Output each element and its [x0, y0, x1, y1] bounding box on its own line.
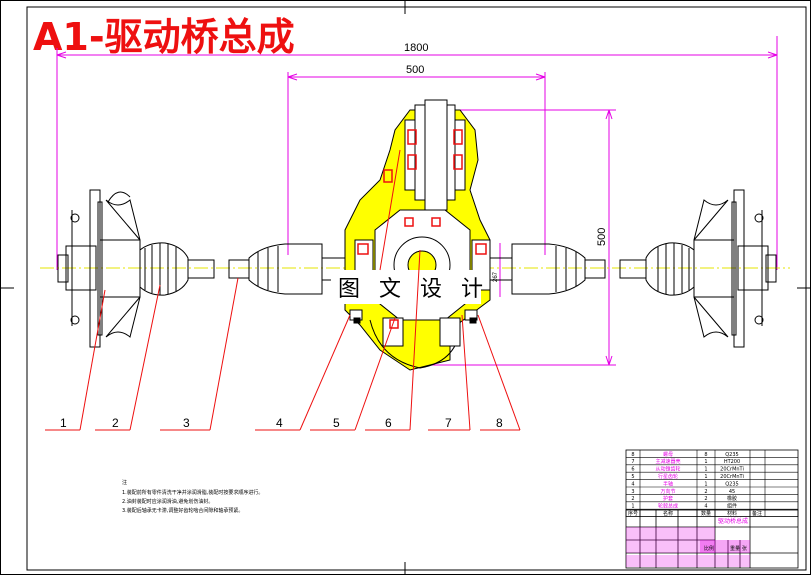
dimension-center-label: 500: [406, 64, 424, 76]
note-line-3: 3.装配后轴承无卡滞,调整好齿轮啮合间隙和轴承预紧。: [122, 507, 243, 514]
right-halfshaft-boot: [490, 243, 606, 295]
dimension-height: [410, 109, 616, 366]
bom-header-cell: 材料: [727, 510, 737, 517]
bom-cell: 万向节: [660, 488, 675, 495]
dimension-small-label: 267: [493, 271, 499, 282]
title-block-highlight-left: [626, 527, 715, 553]
bom-cell: 8: [704, 452, 707, 458]
part-label-5: 5: [333, 416, 340, 430]
bom-cell: 橡胶: [727, 495, 737, 502]
bom-cell: 3: [631, 489, 634, 495]
title-block-drawing-name: 驱动桥总成: [718, 517, 748, 525]
bom-header-cell: 名称: [663, 510, 673, 517]
part-label-6: 6: [385, 416, 392, 430]
watermark-box: [331, 270, 481, 304]
bom-cell: 1: [704, 481, 707, 487]
left-halfshaft-boot: [228, 243, 345, 295]
title-block-highlight-mid: [700, 540, 750, 553]
note-line-2: 2.油封装配时应涂润滑油,避免划伤油封。: [122, 498, 213, 505]
title-block-sheet: 张: [742, 545, 747, 552]
bom-cell: 轮毂总成: [658, 503, 678, 510]
leader-lines: [45, 149, 521, 431]
left-knuckle-arm-top: [107, 191, 131, 203]
bom-cell: 1: [631, 504, 634, 510]
bom-header-cell: 备注: [752, 510, 762, 517]
bom-cell: 护套: [663, 495, 673, 502]
note-line-1: 1.装配前所有零件清洗干净并涂润滑脂,装配时按要求顺序进行。: [122, 489, 263, 496]
bom-cell: 1: [704, 474, 707, 480]
part-label-7: 7: [445, 416, 452, 430]
bom-cell: 行星齿轮: [658, 473, 678, 480]
bom-cell: 8: [631, 452, 634, 458]
bom-cell: 主减速器壳: [655, 458, 680, 465]
bom-cell: 2: [631, 496, 634, 502]
differential-housing: [344, 99, 491, 371]
bom-cell: Q235: [725, 452, 738, 458]
title-block-scale: 比例: [704, 545, 714, 552]
dimension-overall: [56, 36, 778, 270]
title-block-weight: 重量: [730, 545, 740, 552]
bom-cell: 4: [631, 481, 634, 487]
bom-cell: 5: [631, 474, 634, 480]
bom-cell: 6: [631, 467, 634, 473]
watermark-text: 图 文 设 计: [338, 277, 489, 302]
bom-cell: 半轴: [663, 480, 673, 487]
bom-header-cell: 序号: [628, 510, 638, 517]
bom-header-cell: 数量: [701, 510, 711, 517]
bom-cell: 7: [631, 459, 634, 465]
left-wheel-hub: [57, 189, 141, 348]
title-block: [625, 509, 799, 569]
part-label-3: 3: [183, 416, 190, 430]
bom-cell: 4: [704, 504, 707, 510]
bom-cell: 组件: [727, 503, 737, 510]
bom-cell: 20CrMnTi: [720, 474, 744, 480]
part-label-4: 4: [276, 416, 283, 430]
dimension-center: [287, 72, 546, 255]
bom-frame: [625, 449, 799, 517]
bom-cell: 2: [704, 496, 707, 502]
bom-cell: 1: [704, 467, 707, 473]
bom-cell: 1: [704, 459, 707, 465]
bom-cell: Q235: [725, 481, 738, 487]
right-wheel-hub: [693, 189, 777, 348]
bom-cell: 20CrMnTi: [720, 467, 744, 473]
bom-cell: 45: [729, 489, 735, 495]
bom-cell: HT200: [724, 459, 740, 465]
title-block-highlight-bottom: [626, 555, 750, 567]
part-label-2: 2: [112, 416, 119, 430]
dimension-height-label: 500: [596, 228, 608, 246]
right-cv-boot: [619, 242, 695, 296]
notes-heading: 注: [122, 479, 127, 486]
bom-cell: 2: [704, 489, 707, 495]
dimension-overall-label: 1800: [404, 42, 428, 54]
bom-cell: 螺母: [663, 451, 673, 458]
part-label-1: 1: [60, 416, 67, 430]
part-label-8: 8: [496, 416, 503, 430]
bom-cell: 从动锥齿轮: [655, 466, 680, 473]
technical-notes: 注 1.装配前所有零件清洗干净并涂润滑脂,装配时按要求顺序进行。 2.油封装配时…: [122, 479, 263, 514]
drawing-title: A1-驱动桥总成: [33, 15, 295, 59]
mounting-brackets: [349, 309, 478, 324]
left-cv-boot: [139, 242, 215, 296]
